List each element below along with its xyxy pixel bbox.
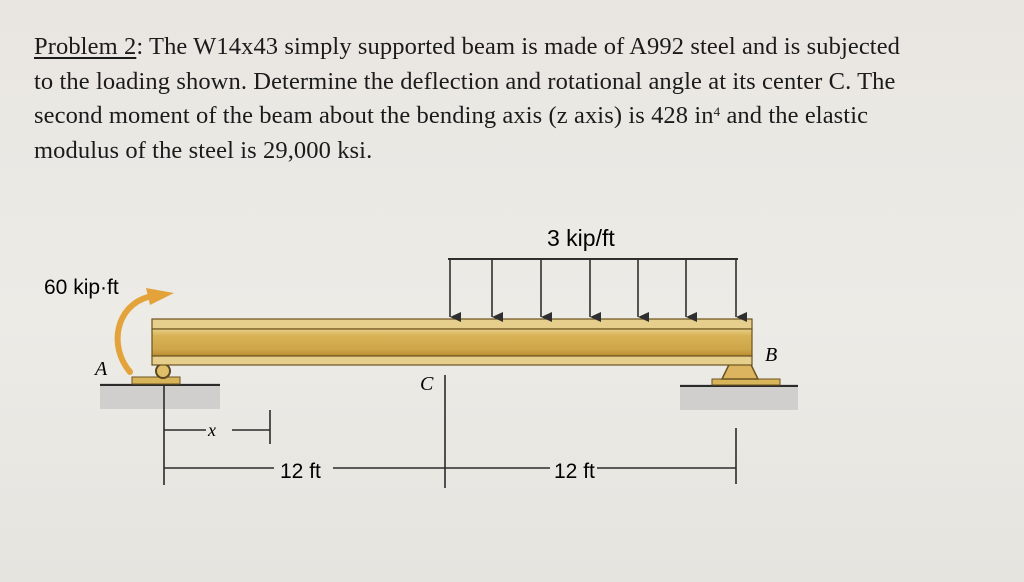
- problem-line-2: to the loading shown. Determine the defl…: [34, 67, 896, 95]
- dim-right-label: 12 ft: [554, 460, 595, 483]
- ground-right: [680, 384, 798, 410]
- problem-line-3-text: second moment of the beam about the bend…: [34, 102, 714, 129]
- problem-line-1-text: : The W14x43 simply supported beam is ma…: [136, 33, 901, 60]
- dimension-lines: [163, 375, 737, 488]
- problem-label: Problem 2: [34, 33, 137, 60]
- problem-statement: Problem 2: The W14x43 simply supported b…: [34, 30, 1004, 168]
- distributed-load-label: 3 kip/ft: [547, 225, 615, 251]
- problem-line-1: Problem 2: The W14x43 simply supported b…: [34, 30, 1004, 65]
- problem-line-4: modulus of the steel is 29,000 ksi.: [34, 136, 373, 164]
- ground-left: [100, 383, 220, 409]
- distributed-load: [448, 258, 747, 322]
- x-label: x: [207, 420, 216, 440]
- moment-arrow: [114, 288, 174, 375]
- moment-label: 60 kip·ft: [44, 276, 119, 299]
- point-b-label: B: [765, 344, 777, 366]
- problem-line-3-end: and the elastic: [720, 102, 869, 129]
- dim-left-label: 12 ft: [280, 460, 321, 483]
- beam: [151, 318, 753, 366]
- exponent: 4: [713, 104, 721, 119]
- point-c-label: C: [420, 373, 434, 395]
- roller-support-a: [131, 363, 181, 385]
- problem-line-3: second moment of the beam about the bend…: [34, 99, 1004, 134]
- point-a-label: A: [93, 358, 108, 380]
